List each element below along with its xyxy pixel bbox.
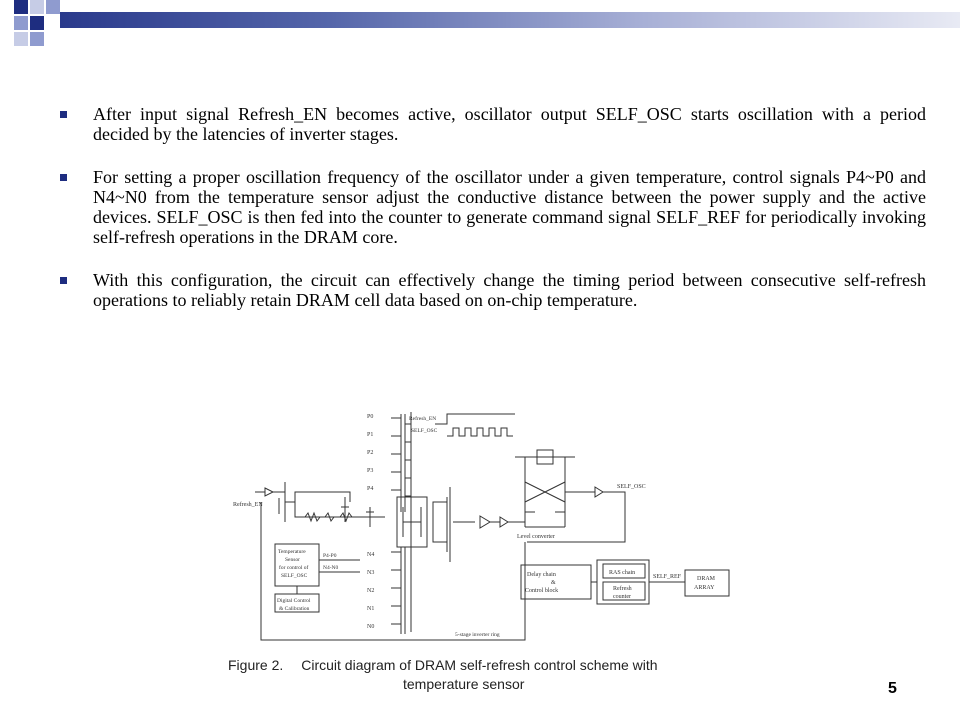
- p-bus-label: P4-P0: [323, 553, 337, 559]
- self-osc-waveform: [447, 427, 513, 437]
- p1-label: P1: [367, 432, 373, 438]
- n0-label: N0: [367, 624, 374, 630]
- bullet-item: After input signal Refresh_EN becomes ac…: [60, 104, 926, 144]
- caption-label: Figure 2.: [228, 657, 284, 673]
- caption-line-2: temperature sensor: [403, 676, 525, 692]
- refresh-en-input-label: Refresh_EN: [233, 501, 263, 508]
- n4-label: N4: [367, 552, 374, 558]
- resistor-ladder: [304, 511, 353, 523]
- self-ref-label: SELF_REF: [653, 574, 682, 580]
- p0-label: P0: [367, 414, 373, 420]
- n3-label: N3: [367, 570, 374, 576]
- decor-square: [46, 0, 60, 14]
- delay-chain-label: &: [551, 580, 556, 586]
- stage-inverter-label: 5-stage inverter ring: [455, 632, 500, 638]
- circuit-diagram: Refresh_EN P0 P1 P2 P3 P4 N4 N3 N2 N1 N0…: [225, 402, 745, 652]
- sensor-label: for control of: [279, 564, 308, 571]
- refresh-en-waveform: [435, 413, 515, 425]
- decor-square: [30, 0, 44, 14]
- figure-caption: Figure 2. Circuit diagram of DRAM self-re…: [228, 656, 748, 694]
- ras-chain-block: [602, 563, 646, 579]
- delay-chain-label: Delay chain: [527, 572, 556, 578]
- feedback-loop-wire: [260, 502, 526, 641]
- page-number: 5: [888, 680, 897, 697]
- decor-square: [14, 0, 28, 14]
- p2-label: P2: [367, 450, 373, 456]
- bullet-text: After input signal Refresh_EN becomes ac…: [93, 104, 926, 144]
- refresh-en-waveform-label: Refresh_EN: [409, 415, 436, 422]
- dram-array-label: DRAM: [697, 576, 716, 582]
- bullet-text: With this configuration, the circuit can…: [93, 270, 926, 310]
- inverter-stage: [432, 501, 448, 543]
- bullet-item: With this configuration, the circuit can…: [60, 270, 926, 310]
- decor-square: [14, 32, 28, 46]
- decor-square: [30, 16, 44, 30]
- bullet-item: For setting a proper oscillation frequen…: [60, 167, 926, 247]
- dram-array-label: ARRAY: [694, 585, 715, 591]
- digital-control-label: & Calibration: [279, 606, 310, 612]
- input-inverter: [255, 487, 285, 497]
- dram-array-block: [684, 569, 730, 597]
- bullet-text: For setting a proper oscillation frequen…: [93, 167, 926, 247]
- control-bus: [319, 559, 360, 573]
- n-bus-label: N4-N0: [323, 565, 339, 571]
- inverter-stage: [396, 496, 428, 548]
- sensor-label: Sensor: [285, 557, 300, 563]
- bullet-marker-icon: [60, 111, 67, 118]
- bullet-marker-icon: [60, 174, 67, 181]
- refresh-counter-label: Refresh: [613, 585, 632, 592]
- self-osc-waveform-label: SELF_OSC: [411, 428, 438, 434]
- digital-control-block: [274, 593, 320, 613]
- refresh-counter-block: [602, 581, 646, 601]
- feedback-wire: [294, 491, 351, 502]
- n2-label: N2: [367, 588, 374, 594]
- decor-square: [14, 16, 28, 30]
- bullet-marker-icon: [60, 277, 67, 284]
- level-converter-label: Level converter: [517, 534, 555, 540]
- inverter-stage: [446, 487, 475, 562]
- transistor: [366, 507, 374, 527]
- caption-line-1: Circuit diagram of DRAM self-refresh con…: [301, 657, 658, 673]
- transistor: [341, 497, 349, 522]
- p3-label: P3: [367, 468, 373, 474]
- sensor-label: SELF_OSC: [281, 573, 308, 579]
- gradient-bar: [60, 12, 960, 28]
- sensor-label: Temperature: [278, 549, 306, 555]
- title-decoration: [0, 0, 960, 46]
- self-osc-output-label: SELF_OSC: [617, 484, 646, 490]
- buffer-chain: [479, 515, 525, 529]
- decor-square: [30, 32, 44, 46]
- level-converter: [515, 449, 575, 528]
- digital-control-label: Digital Control: [277, 598, 311, 604]
- refresh-counter-label: counter: [613, 594, 631, 600]
- ras-chain-label: RAS chain: [609, 570, 635, 576]
- n-transistor-stack: [391, 547, 406, 634]
- p4-label: P4: [367, 486, 373, 492]
- delay-chain-label: Control block: [525, 588, 558, 594]
- n1-label: N1: [367, 606, 374, 612]
- bullet-list: After input signal Refresh_EN becomes ac…: [60, 104, 926, 333]
- output-buffer: [527, 486, 626, 543]
